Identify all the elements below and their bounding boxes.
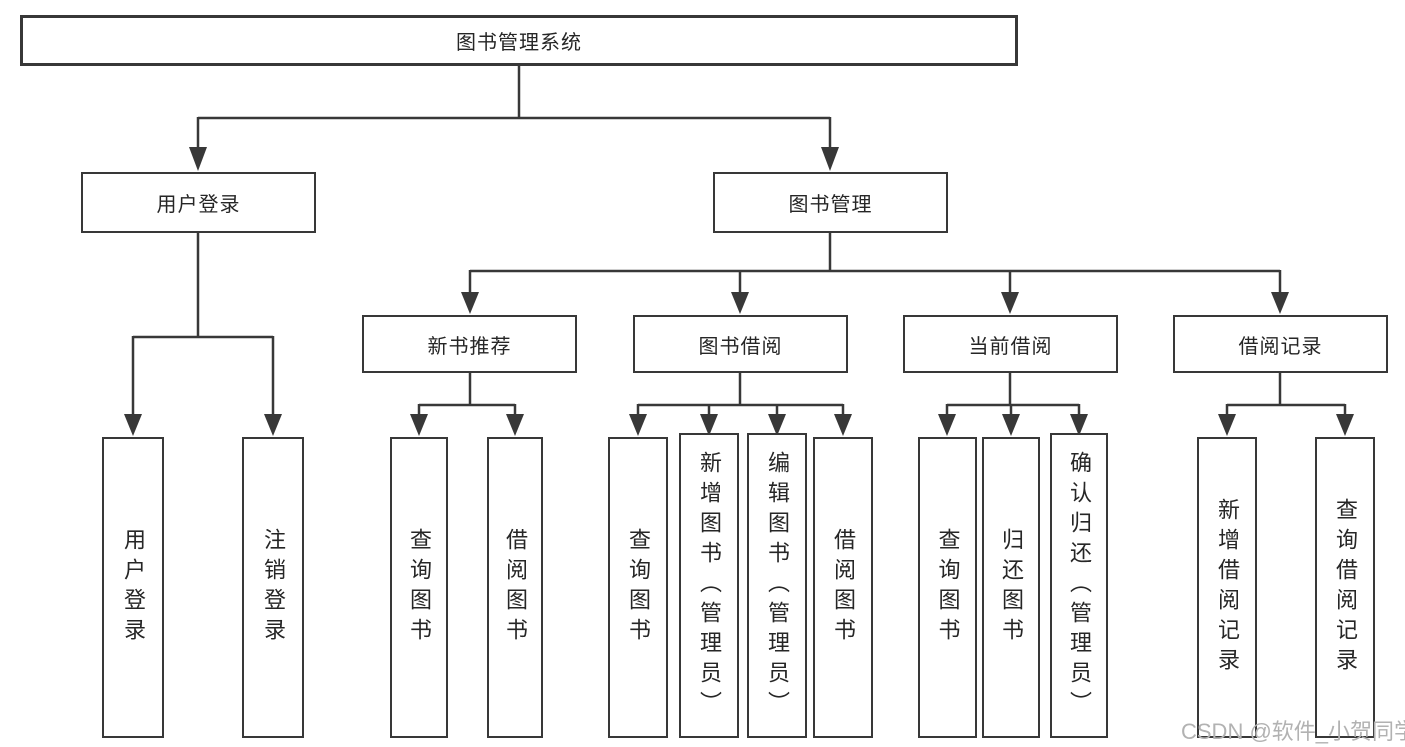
leaf-logout: 注销登录 bbox=[242, 437, 304, 738]
leaf-borrow-books-recommend: 借阅图书 bbox=[487, 437, 543, 738]
node-book-management-label: 图书管理 bbox=[788, 194, 873, 216]
leaf-add-books-admin-label: 新增图书（管理员） bbox=[697, 450, 722, 721]
leaf-query-books-borrowing-label: 查询图书 bbox=[626, 527, 651, 648]
node-new-book-recommendation-label: 新书推荐 bbox=[427, 335, 512, 358]
node-borrowing-records-label: 借阅记录 bbox=[1238, 335, 1323, 358]
leaf-query-borrow-record-label: 查询借阅记录 bbox=[1333, 497, 1358, 678]
leaf-borrow-books-borrowing: 借阅图书 bbox=[813, 437, 873, 738]
node-book-management: 图书管理 bbox=[713, 172, 948, 233]
leaf-confirm-return-admin: 确认归还（管理员） bbox=[1050, 433, 1108, 738]
leaf-return-books: 归还图书 bbox=[982, 437, 1040, 738]
leaf-confirm-return-admin-label: 确认归还（管理员） bbox=[1067, 450, 1092, 721]
leaf-add-books-admin: 新增图书（管理员） bbox=[679, 433, 739, 738]
node-root-label: 图书管理系统 bbox=[456, 32, 582, 54]
leaf-user-login: 用户登录 bbox=[102, 437, 164, 738]
leaf-logout-label: 注销登录 bbox=[261, 527, 286, 648]
leaf-query-borrow-record: 查询借阅记录 bbox=[1315, 437, 1375, 738]
leaf-return-books-label: 归还图书 bbox=[999, 527, 1024, 648]
leaf-query-books-borrowing: 查询图书 bbox=[608, 437, 668, 738]
node-user-login-label: 用户登录 bbox=[156, 194, 241, 216]
leaf-borrow-books-recommend-label: 借阅图书 bbox=[503, 527, 528, 648]
leaf-query-books-current-label: 查询图书 bbox=[935, 527, 961, 648]
leaf-query-books-recommend-label: 查询图书 bbox=[407, 527, 432, 648]
leaf-add-borrow-record-label: 新增借阅记录 bbox=[1215, 497, 1240, 678]
leaf-add-borrow-record: 新增借阅记录 bbox=[1197, 437, 1257, 738]
node-borrowing-records: 借阅记录 bbox=[1173, 315, 1388, 373]
leaf-query-books-recommend: 查询图书 bbox=[390, 437, 448, 738]
leaf-edit-books-admin: 编辑图书（管理员） bbox=[747, 433, 807, 738]
csdn-watermark: CSDN @软件_小贺同学 bbox=[1181, 719, 1405, 744]
node-book-borrowing-label: 图书借阅 bbox=[698, 335, 783, 358]
node-user-login: 用户登录 bbox=[81, 172, 316, 233]
leaf-user-login-label: 用户登录 bbox=[121, 527, 146, 648]
node-current-borrowing-label: 当前借阅 bbox=[968, 335, 1053, 358]
leaf-query-books-current: 查询图书 bbox=[918, 437, 977, 738]
node-book-borrowing: 图书借阅 bbox=[633, 315, 848, 373]
node-root: 图书管理系统 bbox=[20, 15, 1018, 66]
leaf-borrow-books-borrowing-label: 借阅图书 bbox=[831, 527, 856, 648]
node-new-book-recommendation: 新书推荐 bbox=[362, 315, 577, 373]
leaf-edit-books-admin-label: 编辑图书（管理员） bbox=[765, 450, 790, 721]
node-current-borrowing: 当前借阅 bbox=[903, 315, 1118, 373]
